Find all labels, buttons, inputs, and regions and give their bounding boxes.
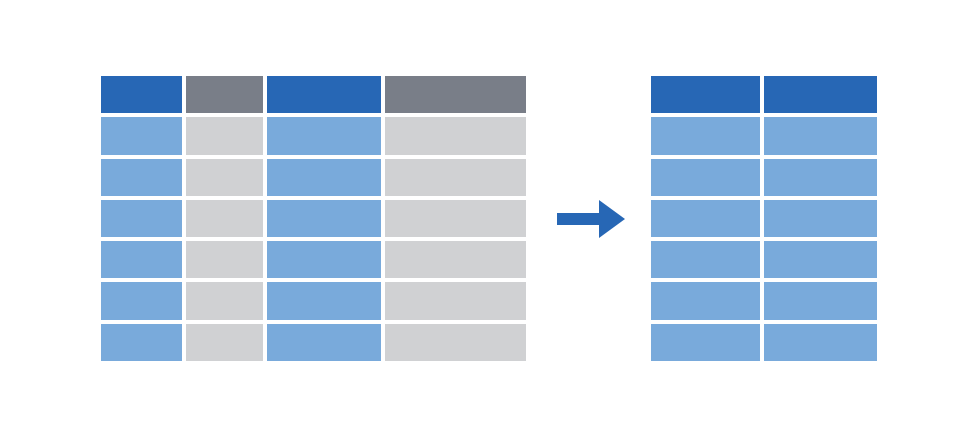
- result-row-2-cell-1-selected: [651, 158, 760, 196]
- source-row-1-cell-3-selected: [267, 117, 381, 155]
- source-row-4-cell-4-dropped: [385, 241, 526, 279]
- source-row-2-cell-1-selected: [101, 158, 182, 196]
- result-row-5-cell-1-selected: [651, 282, 760, 320]
- result-row-4-cell-1-selected: [651, 241, 760, 279]
- result-row-6-cell-1-selected: [651, 323, 760, 362]
- source-row-1-cell-4-dropped: [385, 117, 526, 155]
- source-row-5-cell-4-dropped: [385, 282, 526, 320]
- result-header-cell-2-selected: [764, 76, 877, 114]
- result-header-cell-1-selected: [651, 76, 760, 114]
- source-row-3-cell-4-dropped: [385, 199, 526, 238]
- result-row-1-cell-1-selected: [651, 117, 760, 155]
- source-row-5-cell-1-selected: [101, 282, 182, 320]
- source-row-2-cell-2-dropped: [186, 158, 263, 196]
- arrow-right-shape: [557, 200, 625, 238]
- source-row-3-cell-2-dropped: [186, 199, 263, 238]
- source-row-6-cell-4-dropped: [385, 323, 526, 362]
- result-row-5-cell-2-selected: [764, 282, 877, 320]
- source-row-4-cell-1-selected: [101, 241, 182, 279]
- result-row-1-cell-2-selected: [764, 117, 877, 155]
- source-row-3-cell-3-selected: [267, 199, 381, 238]
- source-header-cell-4-dropped: [385, 76, 526, 114]
- source-row-4-cell-3-selected: [267, 241, 381, 279]
- result-row-3-cell-1-selected: [651, 199, 760, 238]
- result-row-3-cell-2-selected: [764, 199, 877, 238]
- source-row-1-cell-2-dropped: [186, 117, 263, 155]
- source-row-1-cell-1-selected: [101, 117, 182, 155]
- source-row-4-cell-2-dropped: [186, 241, 263, 279]
- source-row-6-cell-1-selected: [101, 323, 182, 362]
- result-row-6-cell-2-selected: [764, 323, 877, 362]
- result-table: [651, 76, 877, 362]
- source-row-5-cell-3-selected: [267, 282, 381, 320]
- source-row-6-cell-3-selected: [267, 323, 381, 362]
- result-row-2-cell-2-selected: [764, 158, 877, 196]
- arrow-right-icon: [557, 200, 625, 238]
- source-row-2-cell-3-selected: [267, 158, 381, 196]
- source-header-cell-1-selected: [101, 76, 182, 114]
- source-row-6-cell-2-dropped: [186, 323, 263, 362]
- source-header-cell-3-selected: [267, 76, 381, 114]
- source-row-5-cell-2-dropped: [186, 282, 263, 320]
- source-header-cell-2-dropped: [186, 76, 263, 114]
- result-row-4-cell-2-selected: [764, 241, 877, 279]
- source-row-2-cell-4-dropped: [385, 158, 526, 196]
- source-table: [101, 76, 526, 362]
- source-row-3-cell-1-selected: [101, 199, 182, 238]
